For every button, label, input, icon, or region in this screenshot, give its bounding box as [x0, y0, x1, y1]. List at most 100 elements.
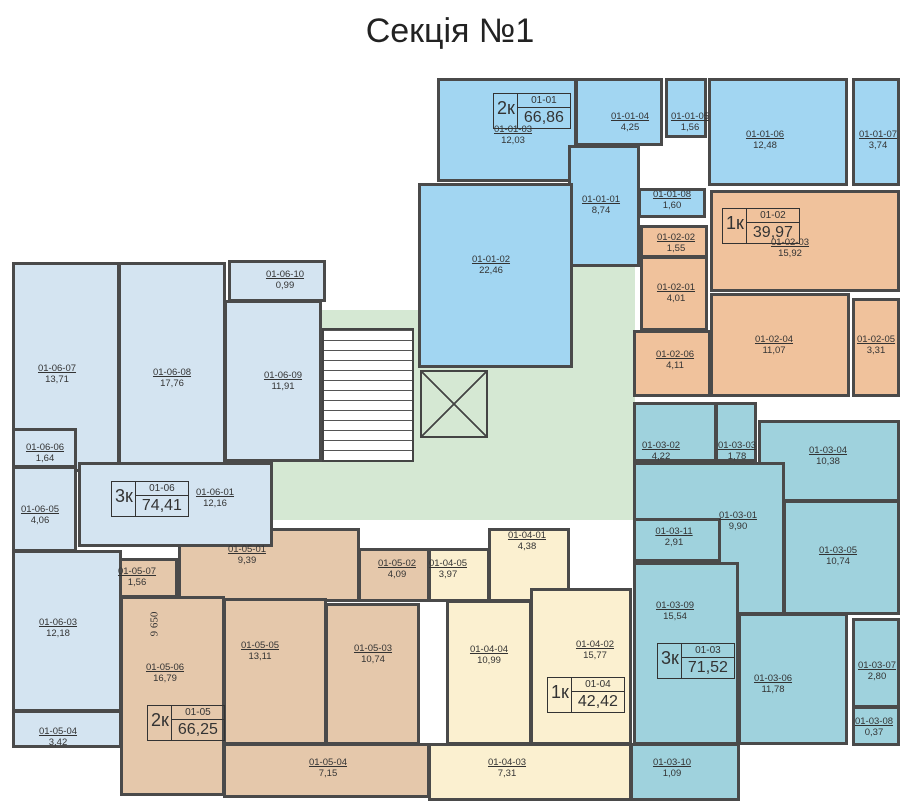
apartment-type: 2к: [494, 94, 518, 128]
room-id: 01-03-07: [857, 660, 897, 671]
apartment-id: 01-06: [135, 482, 188, 496]
room-id: 01-03-02: [641, 440, 681, 451]
apartment-area: 74,41: [141, 497, 182, 514]
room-id: 01-05-04: [308, 757, 348, 768]
room-01-03-11: [633, 518, 721, 562]
room-01-05-06: [120, 596, 225, 796]
room-01-06-06: [12, 428, 77, 468]
room-id: 01-03-08: [854, 716, 894, 727]
room-area: 4,25: [620, 122, 640, 133]
room-area: 3,42: [48, 737, 68, 748]
apartment-type: 1к: [723, 209, 747, 243]
room-area: 4,38: [517, 541, 537, 552]
room-01-05-05: [223, 598, 327, 745]
section-title: Секція №1: [365, 12, 535, 50]
room-area: 9,39: [237, 555, 257, 566]
apartment-area: 66,25: [177, 721, 218, 738]
room-id: 01-06-06: [25, 442, 65, 453]
room-01-03-03: [715, 402, 757, 462]
room-area: 22,46: [479, 265, 503, 276]
room-01-01-03: [437, 78, 577, 182]
room-area: 10,99: [477, 655, 501, 666]
room-01-03-02: [633, 402, 717, 462]
room-area: 15,54: [663, 611, 687, 622]
room-id: 01-01-07: [858, 129, 898, 140]
room-01-02-05: [852, 298, 900, 397]
room-area: 4,09: [387, 569, 407, 580]
room-01-06-03: [12, 550, 122, 712]
room-id: 01-01-03: [493, 124, 533, 135]
room-id: 01-05-06: [145, 662, 185, 673]
room-id: 01-02-02: [656, 232, 696, 243]
apartment-type: 2к: [148, 706, 172, 740]
room-id: 01-06-08: [152, 367, 192, 378]
apartment-area: 66,86: [523, 109, 564, 126]
room-01-05-03: [325, 603, 420, 745]
room-id: 01-01-01: [581, 194, 621, 205]
room-id: 01-04-05: [428, 558, 468, 569]
room-area: 0,37: [864, 727, 884, 738]
room-area: 12,03: [501, 135, 525, 146]
room-area: 10,74: [361, 654, 385, 665]
room-id: 01-01-05: [670, 111, 710, 122]
apartment-type: 3к: [112, 482, 136, 516]
room-id: 01-06-10: [265, 269, 305, 280]
room-id: 01-03-03: [717, 440, 757, 451]
room-id: 01-05-07: [117, 566, 157, 577]
room-area: 7,31: [497, 768, 517, 779]
room-01-01-06: [708, 78, 848, 186]
room-area: 15,77: [583, 650, 607, 661]
room-area: 2,80: [867, 671, 887, 682]
room-01-01-04: [575, 78, 663, 146]
room-id: 01-02-06: [655, 349, 695, 360]
room-id: 01-03-04: [808, 445, 848, 456]
room-id: 01-03-11: [655, 526, 693, 537]
room-id: 01-02-04: [754, 334, 794, 345]
room-01-02-01: [640, 256, 708, 331]
room-id: 01-03-10: [652, 757, 692, 768]
room-area: 4,01: [666, 293, 686, 304]
room-id: 01-01-02: [471, 254, 511, 265]
room-id: 01-04-02: [575, 639, 615, 650]
room-area: 11,78: [761, 684, 785, 695]
room-id: 01-03-09: [655, 600, 695, 611]
apartment-id: 01-02: [746, 209, 799, 223]
dimension-label: 9 650: [148, 611, 161, 637]
room-01-05-02: [358, 548, 430, 602]
room-area: 10,74: [826, 556, 850, 567]
room-id: 01-05-02: [377, 558, 417, 569]
room-01-05-04: [223, 743, 430, 798]
room-id: 01-04-03: [487, 757, 527, 768]
apartment-area: 42,42: [577, 693, 618, 710]
room-id: 01-03-05: [818, 545, 858, 556]
apartment-id: 01-04: [571, 678, 624, 692]
room-area: 4,06: [30, 515, 50, 526]
room-id: 01-05-05: [240, 640, 280, 651]
room-area: 1,78: [727, 451, 747, 462]
room-01-06-09: [224, 300, 322, 462]
